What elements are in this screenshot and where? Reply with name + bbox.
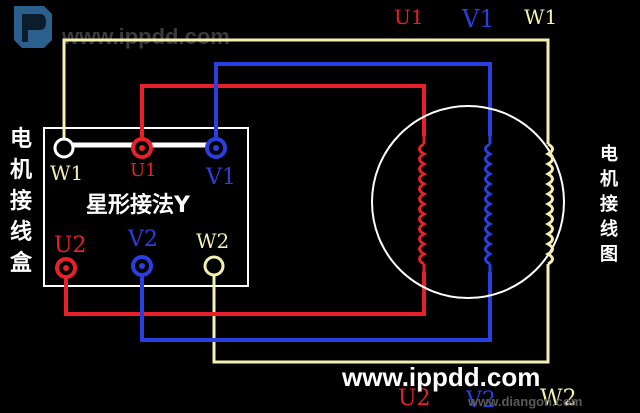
terminal-label-w1: W1	[50, 161, 83, 185]
w-coil	[544, 136, 554, 272]
watermark-bottom: www.ippdd.com	[341, 362, 540, 392]
diagram-side-char: 机	[600, 169, 618, 190]
terminal-label-v1: V1	[205, 165, 236, 190]
diagram-side-label: 电 机 接 线 图	[600, 143, 618, 265]
ippdd-logo-icon	[14, 6, 52, 48]
box-side-char: 电	[10, 127, 32, 152]
box-side-label: 电 机 接 线 盒	[9, 127, 33, 276]
u-coil	[418, 136, 428, 272]
box-side-char: 线	[10, 219, 32, 245]
box-side-char: 接	[10, 189, 32, 214]
terminal-label-u1: U1	[130, 160, 157, 181]
motor-label-v1: V1	[461, 5, 495, 33]
watermark-faint: www.diangon.com	[467, 394, 582, 409]
box-caption: 星形接法Y	[86, 193, 191, 218]
motor-label-v2: V2	[465, 388, 496, 413]
diagram-side-char: 电	[600, 143, 618, 165]
terminal-w1	[53, 137, 75, 159]
terminal-label-v2: V2	[127, 227, 158, 252]
u-phase-wire	[64, 84, 426, 316]
box-side-char: 机	[10, 158, 32, 183]
motor-label-u1: U1	[394, 5, 424, 29]
motor-label-w1: W1	[524, 5, 557, 29]
diagram-side-char: 图	[600, 244, 618, 265]
motor-label-u2: U2	[398, 386, 431, 411]
terminal-label-w2: W2	[196, 229, 229, 253]
terminal-label-u2: U2	[54, 233, 87, 258]
v-phase-wire	[140, 62, 492, 342]
watermark-top: www.ippdd.com	[61, 24, 230, 49]
diagram-side-char: 接	[600, 193, 618, 215]
box-side-char: 盒	[9, 250, 33, 276]
diagram-side-char: 线	[600, 218, 618, 240]
v-coil	[484, 136, 494, 272]
terminal-w2	[203, 255, 225, 277]
motor-label-w2: W2	[540, 386, 577, 411]
motor-circle	[371, 105, 565, 299]
